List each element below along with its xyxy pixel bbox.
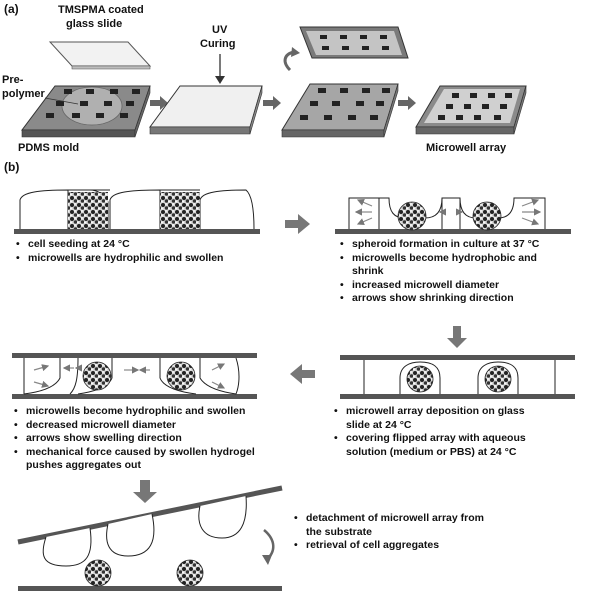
step-arrow <box>447 326 467 348</box>
step4-swelling-wells <box>12 353 257 399</box>
note: spheroid formation in culture at 37 °C <box>340 238 539 252</box>
uv-label-line2: Curing <box>200 38 236 50</box>
note: microwells are hydrophilic and swollen <box>16 252 223 266</box>
flow-arrow <box>150 96 168 110</box>
note: arrows show shrinking direction <box>340 292 539 306</box>
tmspma-label-line2: glass slide <box>66 18 123 30</box>
note-continuation: solution (medium or PBS) at 24 °C <box>346 445 517 458</box>
note: detachment of microwell array from <box>294 512 484 526</box>
microwell-array-label: Microwell array <box>426 142 507 154</box>
note: retrieval of cell aggregates <box>294 539 484 553</box>
panel-b-label: (b) <box>4 160 20 174</box>
flipped-slide <box>283 26 409 72</box>
pdms-mold <box>21 85 151 138</box>
step4-notes: microwells become hydrophilic and swolle… <box>14 405 255 473</box>
microwell-array-device <box>415 85 527 135</box>
note: microwell array deposition on glass <box>334 405 526 419</box>
note: microwells become hydrophilic and swolle… <box>14 405 255 419</box>
note-continuation: pushes aggregates out <box>26 459 141 471</box>
note: cell seeding at 24 °C <box>16 238 223 252</box>
note: mechanical force caused by swollen hydro… <box>14 446 255 460</box>
step2-notes: spheroid formation in culture at 37 °C m… <box>340 238 539 306</box>
note-continuation: the substrate <box>306 525 372 538</box>
note-continuation: slide at 24 °C <box>346 418 412 431</box>
note: microwells become hydrophobic and <box>340 252 539 266</box>
prepolymer-label-line2: polymer <box>2 88 45 100</box>
step-arrow <box>290 364 315 384</box>
note-continuation: shrink <box>352 265 384 277</box>
panel-a-label: (a) <box>4 2 19 16</box>
step3-flipped-array <box>340 355 575 399</box>
patterned-substrate <box>281 83 399 138</box>
note: increased microwell diameter <box>340 279 539 293</box>
pdms-mold-label: PDMS mold <box>18 142 80 154</box>
note: arrows show swelling direction <box>14 432 255 446</box>
note: decreased microwell diameter <box>14 419 255 433</box>
flow-arrow <box>398 96 416 110</box>
prepolymer-label-line1: Pre- <box>2 74 24 86</box>
uv-label-line1: UV <box>212 24 228 36</box>
step1-notes: cell seeding at 24 °C microwells are hyd… <box>16 238 223 265</box>
step2-shrunk-wells <box>335 197 571 234</box>
step-arrow <box>133 480 157 503</box>
note: covering flipped array with aqueous <box>334 432 526 446</box>
uv-curing-assembly <box>149 54 263 135</box>
step5-notes: detachment of microwell array from the s… <box>294 512 484 553</box>
step1-swollen-wells <box>14 189 260 234</box>
step-arrow <box>285 214 310 234</box>
step5-detachment <box>17 485 283 591</box>
step3-notes: microwell array deposition on glass slid… <box>334 405 526 459</box>
flow-arrow <box>263 96 281 110</box>
tmspma-label-line1: TMSPMA coated <box>58 4 144 16</box>
glass-slide <box>48 41 152 70</box>
